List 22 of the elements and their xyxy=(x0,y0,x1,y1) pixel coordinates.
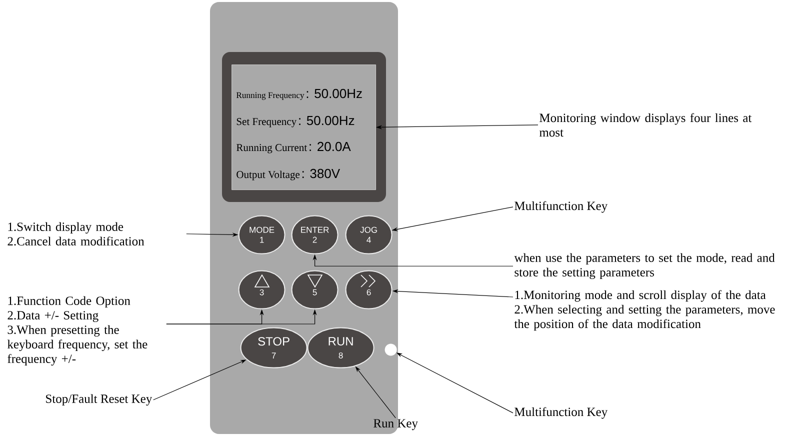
annotation-text: Stop/Fault Reset Key xyxy=(46,394,152,406)
display-line: Running Current : 20.0A xyxy=(236,142,351,154)
key-button: JOG 4 xyxy=(345,215,392,254)
annotation-text: Multifunction Key xyxy=(514,407,608,419)
display-line: Set Frequency : 50.00Hz xyxy=(236,116,354,128)
key-button: 3 xyxy=(238,270,286,310)
key-button: MODE 1 xyxy=(238,215,286,254)
key-button: STOP 7 xyxy=(240,327,308,368)
annotation-text: 1.Function Code Option 2.Data +/- Setting 3.When presetting the keyboard frequency, set the frequency +/- xyxy=(7,296,148,366)
annotation-text: Monitoring window displays four lines at most xyxy=(539,113,752,137)
display-line: Running Frequency : 50.00Hz xyxy=(236,88,362,100)
key-button: ENTER 2 xyxy=(291,215,338,254)
annotation-text: Run Key xyxy=(374,419,418,430)
annotation-text: 1.Monitoring mode and scroll display of the data 2.When selecting and setting the parameters, move the position of the data modification xyxy=(514,290,775,331)
annotation-text: when use the parameters to set the mode, read and store the setting parameters xyxy=(514,253,775,280)
display-line: Output Voltage : 380V xyxy=(236,168,340,180)
key-button: RUN 8 xyxy=(307,327,374,368)
key-button: 6 xyxy=(345,270,392,310)
indicator-light xyxy=(384,344,397,356)
annotation-text: Multifunction Key xyxy=(514,201,608,213)
key-button: 5 xyxy=(291,270,338,310)
annotation-text: 1.Switch display mode 2.Cancel data modification xyxy=(8,222,144,246)
